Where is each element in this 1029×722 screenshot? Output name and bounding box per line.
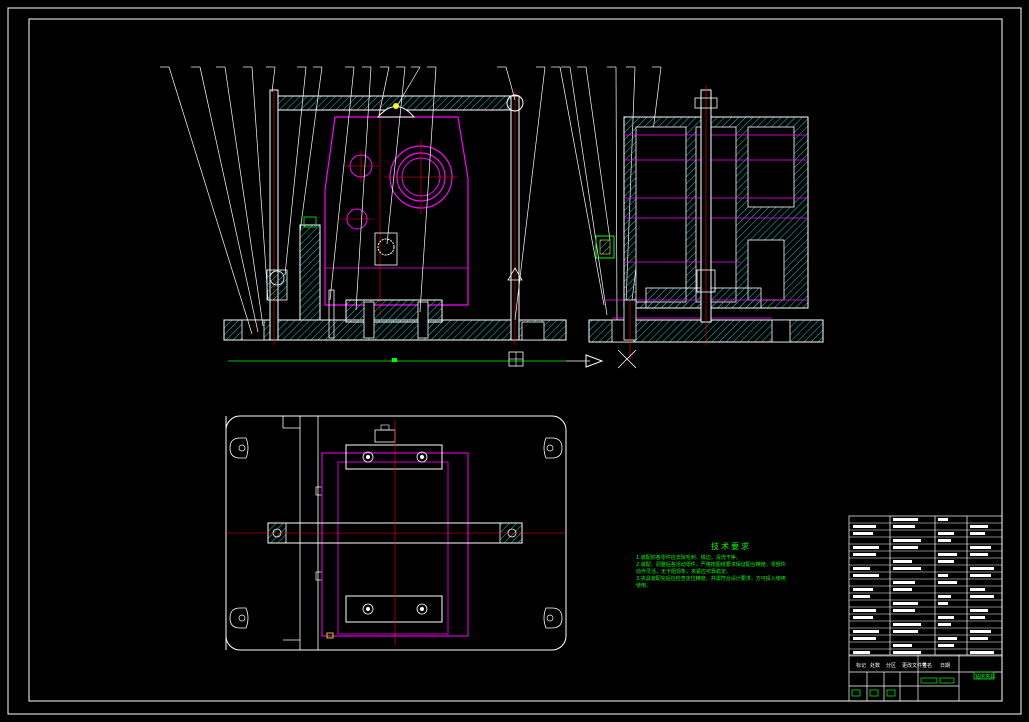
title-block-cell-text	[938, 581, 957, 584]
title-block-cell-text	[893, 560, 912, 563]
title-block-cell-text	[853, 553, 876, 556]
title-block-cell-text	[938, 602, 948, 605]
inner-frame	[28, 18, 1003, 702]
title-block-cell-text	[970, 609, 988, 612]
front-view	[223, 88, 604, 368]
side-locator	[299, 224, 321, 321]
tech-requirement-line: 3.夹具装配完后应检查定位精度，并需符合设计要求，方可投入使用	[636, 576, 786, 582]
drill-bushing	[374, 232, 398, 266]
title-block-rows	[849, 518, 1002, 657]
workpiece-housing	[324, 116, 469, 306]
title-block-cell-text	[853, 525, 876, 528]
tb-label-sign: 签名	[922, 663, 933, 669]
title-block-cell-text	[970, 616, 985, 619]
tech-requirement-line: 动作灵活，无卡阻现象，夹紧应可靠稳定。	[636, 569, 732, 575]
title-block-cell-text	[853, 574, 879, 577]
title-block-cell-text	[893, 651, 921, 654]
title-block-cell-text	[970, 574, 991, 577]
technical-requirements: 技术要求 1.装配前各零件应去除毛刺、锐边，清洗干净。 2.装配、调整后各活动零…	[636, 541, 826, 590]
title-block-cell-text	[938, 595, 951, 598]
title-block-cell-text	[893, 539, 921, 542]
title-block-cell-text	[970, 553, 988, 556]
tb-label-mark: 标记	[856, 663, 867, 669]
title-block-cell-text	[970, 546, 991, 549]
title-block-cell-text	[938, 644, 954, 647]
title-block-cell-text	[938, 637, 957, 640]
tech-requirement-line: 2.装配、调整后各活动零件，严格按图纸要求保证配合精度，零部件	[636, 562, 786, 568]
title-block-cell-text	[893, 567, 921, 570]
title-block-cell-text	[938, 616, 954, 619]
title-block-cell-text	[893, 602, 918, 605]
title-block-cell-text	[853, 567, 870, 570]
title-block-cell-text	[938, 532, 954, 535]
title-block-cell-text	[893, 623, 921, 626]
title-block-cell-text	[853, 532, 873, 535]
title-block-cell-text	[893, 644, 912, 647]
top-locating-plate-upper	[345, 444, 443, 470]
title-block-cell-text	[970, 595, 994, 598]
title-block-cell-text	[893, 609, 915, 612]
title-block-cell-text	[970, 588, 985, 591]
title-block-cell-text	[893, 630, 918, 633]
tb-label-change: 更改文件号	[902, 663, 928, 669]
title-block-cell-text	[853, 595, 870, 598]
tb-label-date: 日期	[940, 663, 951, 669]
title-block	[848, 515, 1003, 702]
title-block-cell-text	[893, 581, 915, 584]
title-block-cell-text	[938, 518, 948, 521]
title-block-cell-text	[853, 546, 879, 549]
top-view	[225, 415, 567, 651]
title-block-cell-text	[853, 588, 873, 591]
title-block-cell-text	[970, 637, 988, 640]
top-locating-plate-lower	[345, 595, 443, 623]
title-block-cell-text	[970, 651, 994, 654]
tech-requirement-line: 使用。	[636, 583, 652, 589]
title-block-cell-text	[893, 546, 918, 549]
title-block-cell-text	[970, 567, 994, 570]
tech-requirements-title: 技术要求	[711, 542, 751, 551]
title-block-cell-text	[938, 553, 957, 556]
title-block-cell-text	[970, 630, 991, 633]
drawing-name: 钻床夹具	[975, 674, 996, 680]
title-block-cell-text	[938, 574, 948, 577]
tb-label-count: 处数	[870, 663, 881, 669]
title-block-cell-text	[938, 623, 951, 626]
title-block-cell-text	[970, 532, 985, 535]
title-block-cell-text	[970, 525, 988, 528]
title-block-cell-text	[938, 560, 954, 563]
title-block-cell-text	[853, 630, 879, 633]
tb-label-zone: 分区	[886, 663, 897, 669]
title-block-cell-text	[853, 616, 873, 619]
title-block-cell-text	[853, 609, 876, 612]
title-block-cell-text	[938, 539, 951, 542]
title-block-cell-text	[893, 525, 915, 528]
tech-requirement-line: 1.装配前各零件应去除毛刺、锐边，清洗干净。	[636, 555, 741, 561]
title-block-cell-text	[853, 651, 870, 654]
outer-frame	[7, 7, 1022, 715]
title-block-cell-text	[893, 588, 912, 591]
side-view	[588, 85, 824, 369]
title-block-cell-text	[893, 518, 918, 521]
title-block-cell-text	[853, 637, 876, 640]
